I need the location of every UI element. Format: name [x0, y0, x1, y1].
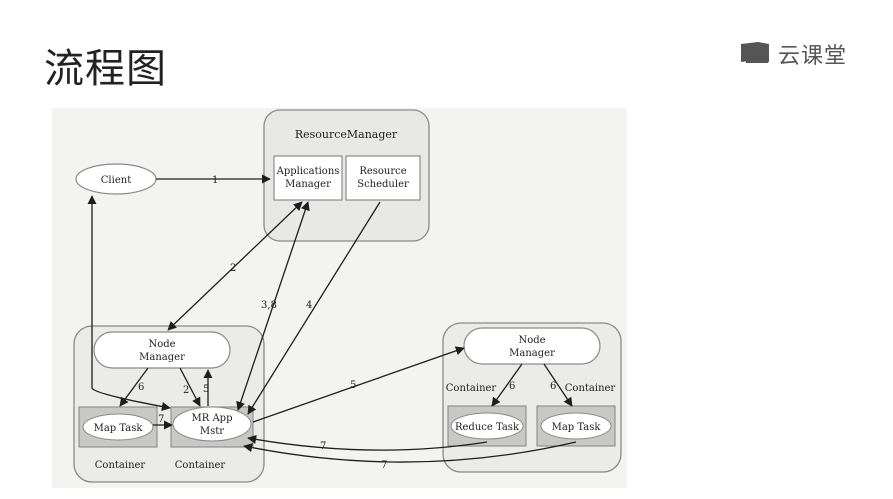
applications-manager-label-2: Manager: [285, 179, 331, 190]
brand-logo: 云课堂: [738, 38, 847, 70]
arrow-3-8: [236, 201, 310, 411]
arrow-5-label: 5: [350, 380, 356, 391]
arrow-7-bottom-b: [243, 441, 577, 463]
right-map-task-label: Map Task: [552, 422, 602, 433]
arrow-5: [252, 346, 465, 423]
arrow-6-right-b: [543, 363, 573, 407]
resource-scheduler-box: [345, 155, 421, 201]
resource-scheduler-label-1: Resource: [359, 166, 406, 177]
brand-name: 云课堂: [778, 44, 848, 69]
right-node-group: Node Manager Container Container Reduce …: [442, 322, 622, 473]
flow-arrows: [87, 174, 577, 463]
left-node-manager-label-1: Node: [148, 339, 175, 350]
right-node-manager: [463, 327, 601, 365]
left-node-group: Node Manager Map Task MR App Mstr Contai…: [73, 325, 265, 483]
arrow-3-8-label: 3,8: [261, 300, 277, 311]
arrow-6-left: [119, 367, 149, 407]
client-label: Client: [101, 175, 131, 186]
reduce-task-label: Reduce Task: [455, 422, 520, 433]
left-container-label-2: Container: [175, 460, 226, 471]
arrow-6-right-a: [491, 363, 523, 407]
arrow-2-inner-label: 2: [183, 385, 189, 396]
mr-app-master-label-1: MR App: [192, 413, 233, 424]
resource-manager-title: ResourceManager: [295, 128, 398, 141]
left-node-manager-label-2: Manager: [139, 352, 185, 363]
arrow-1-label: 1: [212, 175, 218, 186]
applications-manager-label-1: Applications: [276, 166, 340, 177]
mr-app-master-label-2: Mstr: [200, 426, 224, 437]
right-container-label-2: Container: [565, 383, 616, 394]
arrow-4: [247, 201, 381, 415]
arrow-2-label: 2: [230, 263, 236, 274]
left-container-label-1: Container: [95, 460, 146, 471]
applications-manager-box: [273, 155, 343, 201]
yarn-flow-diagram: ResourceManager Applications Manager Res…: [52, 108, 627, 488]
arrow-client-master: [87, 195, 171, 411]
page-title: 流程图: [44, 46, 167, 92]
arrow-7-inner-label: 7: [158, 414, 164, 425]
right-container-label-1: Container: [446, 383, 497, 394]
arrow-7-bottom-a: [247, 434, 488, 451]
arrow-4-label: 4: [306, 300, 312, 311]
right-node-manager-label-1: Node: [518, 335, 545, 346]
client-node: Client: [75, 163, 157, 195]
resource-scheduler-label-2: Scheduler: [357, 179, 409, 190]
arrow-6-left-label: 6: [138, 382, 144, 393]
book-icon: [738, 39, 772, 69]
resource-manager-panel: ResourceManager Applications Manager Res…: [263, 109, 430, 242]
arrow-7-bottom-a-label: 7: [320, 441, 326, 452]
arrow-2-inner: [179, 367, 201, 407]
arrow-7-bottom-b-label: 7: [381, 460, 387, 471]
right-node-manager-label-2: Manager: [509, 348, 555, 359]
arrow-6-right-a-label: 6: [509, 381, 515, 392]
arrow-labels: 1 2 3,8 4 5 6 2 5 7 6 6 7 7: [138, 175, 556, 471]
arrow-5-inner-label: 5: [203, 384, 209, 395]
arrow-6-right-b-label: 6: [550, 381, 556, 392]
left-map-task-label: Map Task: [94, 423, 144, 434]
